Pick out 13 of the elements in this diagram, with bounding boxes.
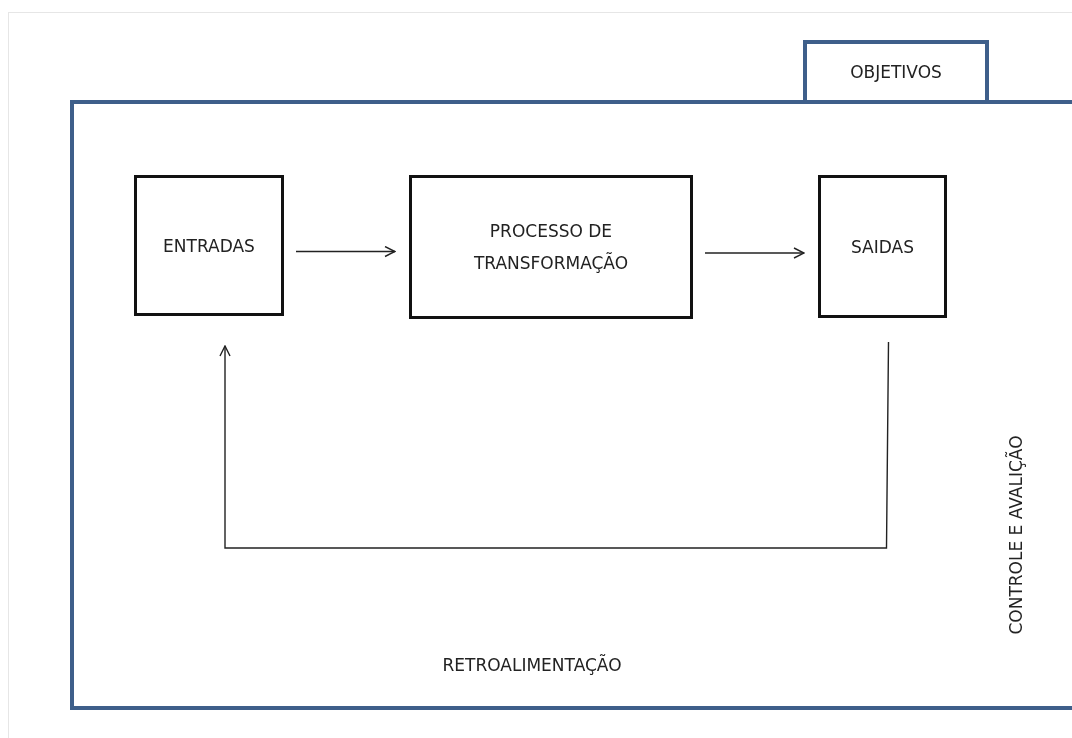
process-box bbox=[818, 175, 947, 318]
arrow bbox=[219, 341, 890, 549]
arrow bbox=[704, 247, 805, 259]
outer-frame bbox=[70, 100, 1072, 710]
box-label: OBJETIVOS bbox=[850, 61, 942, 84]
box-label: PROCESSO DE TRANSFORMAÇÃO bbox=[472, 220, 630, 275]
arrow bbox=[295, 245, 396, 258]
process-box bbox=[134, 175, 284, 316]
box-label: SAIDAS bbox=[851, 235, 914, 259]
side-label: RETROALIMENTAÇÃO bbox=[442, 655, 622, 675]
box-label: ENTRADAS bbox=[163, 234, 255, 258]
side-label: CONTROLE E AVALIÇÃO bbox=[1005, 435, 1026, 635]
process-box bbox=[409, 175, 693, 319]
